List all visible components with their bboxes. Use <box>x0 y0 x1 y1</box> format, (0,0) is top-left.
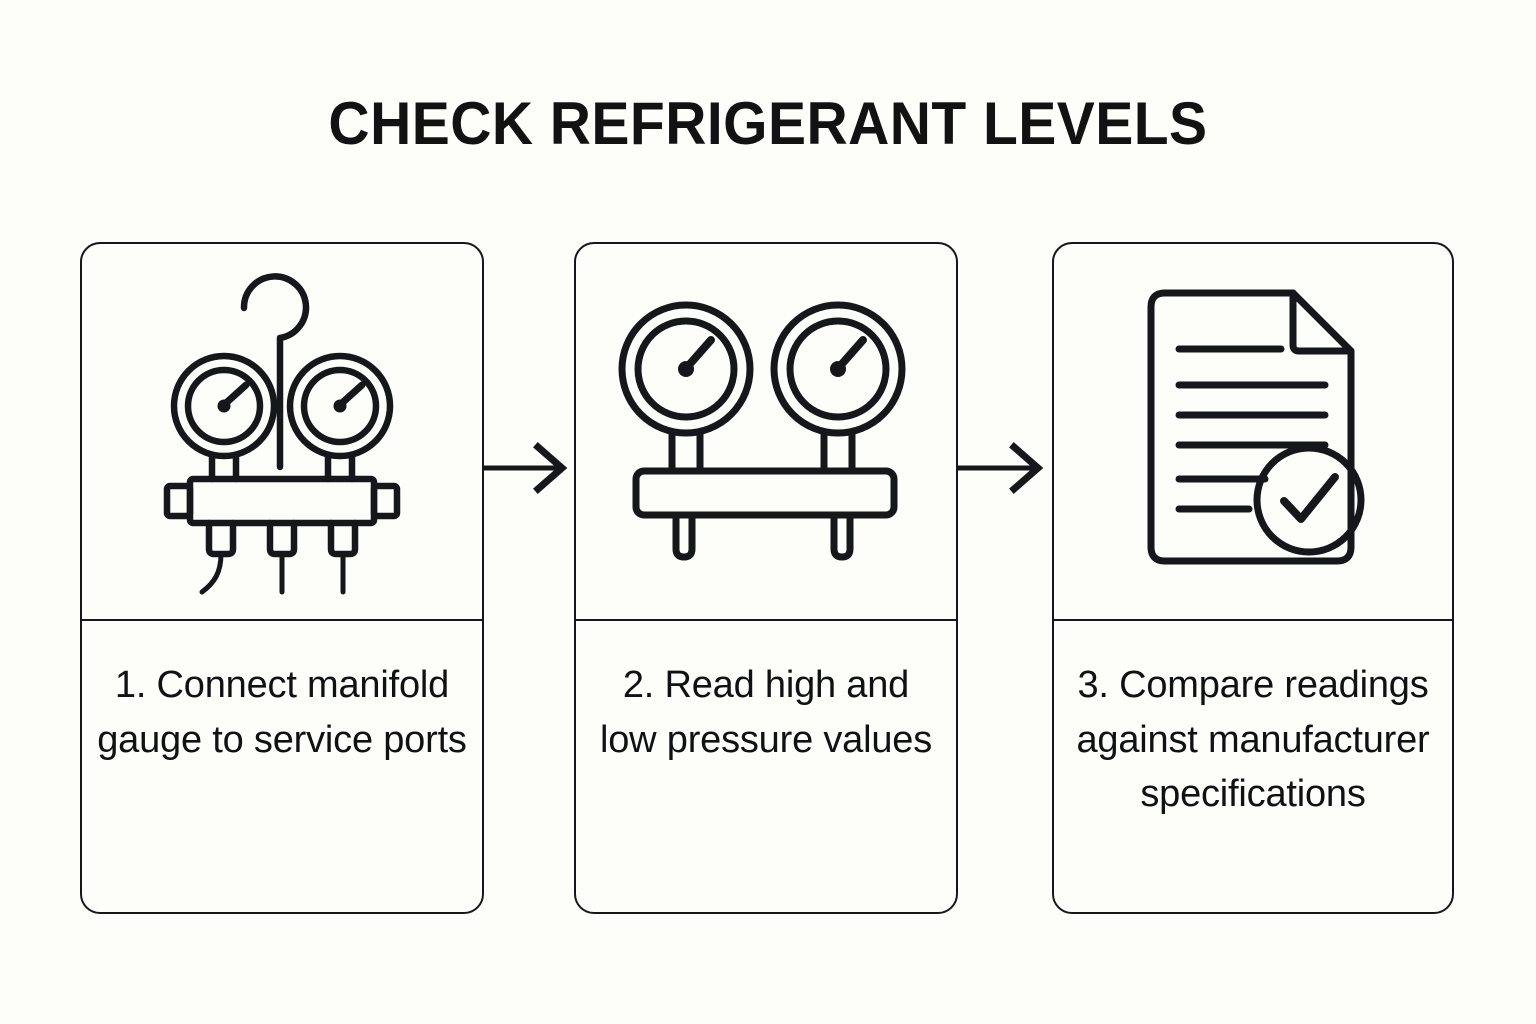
right-arrow-icon <box>484 442 568 494</box>
step-2-divider <box>576 619 956 621</box>
step-card-2[interactable]: 2. Read high and low pressure values <box>574 242 958 914</box>
step-3-divider <box>1054 619 1452 621</box>
manifold-gauge-set-icon <box>163 272 401 594</box>
dual-pressure-gauge-icon <box>618 301 906 560</box>
step-1-caption-area: 1. Connect manifold gauge to service por… <box>82 622 482 912</box>
step-2-caption: 2. Read high and low pressure values <box>599 664 933 761</box>
step-1-icon-area <box>82 244 482 619</box>
step-2-caption-area: 2. Read high and low pressure values <box>576 622 956 912</box>
step-3-icon-area <box>1054 244 1452 619</box>
step-3-caption-area: 3. Compare readings against manufacturer… <box>1054 622 1452 912</box>
document-checkmark-icon <box>1147 289 1365 564</box>
step-1-caption: 1. Connect manifold gauge to service por… <box>97 664 467 761</box>
step-2-icon-area <box>576 244 956 619</box>
arrow-step2-to-step3 <box>958 442 1052 494</box>
step-card-1[interactable]: 1. Connect manifold gauge to service por… <box>80 242 484 914</box>
page-title: CHECK REFRIGERANT LEVELS <box>328 90 1208 157</box>
step-3-caption: 3. Compare readings against manufacturer… <box>1076 664 1430 816</box>
right-arrow-icon <box>958 442 1044 494</box>
arrow-step1-to-step2 <box>484 442 574 494</box>
step-1-divider <box>82 619 482 621</box>
step-card-3[interactable]: 3. Compare readings against manufacturer… <box>1052 242 1454 914</box>
